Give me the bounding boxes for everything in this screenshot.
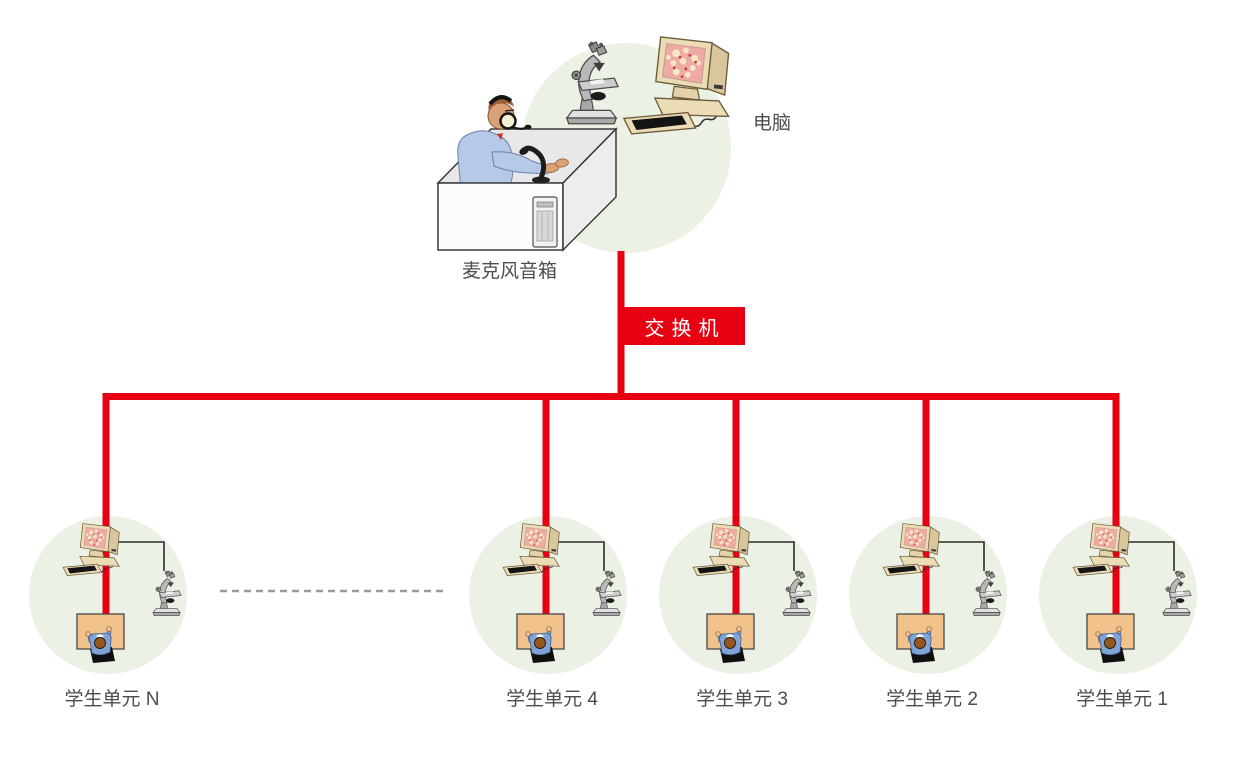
- monitor-microscope-cable: [556, 541, 605, 571]
- student-unit-label-1: 学生单元 1: [1076, 689, 1168, 710]
- student-unit-label-4: 学生单元 4: [506, 689, 598, 710]
- monitor-microscope-cable: [116, 541, 165, 571]
- switch-label: 交换机: [644, 317, 726, 340]
- student-station-n: [62, 523, 182, 664]
- student-station-2: [882, 523, 1002, 664]
- student-unit-label-2: 学生单元 2: [886, 689, 978, 710]
- student-station-1: [1072, 523, 1192, 664]
- student-station-3: [692, 523, 812, 664]
- student-station-4: [502, 523, 622, 664]
- monitor-microscope-cable: [936, 541, 985, 571]
- monitor-microscope-cable: [746, 541, 795, 571]
- computer-label: 电脑: [753, 113, 792, 134]
- mic-speaker-label: 麦克风音箱: [462, 261, 558, 282]
- pc-tower-icon: [532, 196, 558, 248]
- student-stations: [62, 523, 1192, 664]
- network-lines: [102, 251, 1120, 616]
- student-unit-label-3: 学生单元 3: [696, 689, 788, 710]
- gooseneck-mic-icon: [519, 145, 550, 184]
- teacher-station: [436, 36, 730, 252]
- monitor-microscope-cable: [1126, 541, 1175, 571]
- student-unit-label-n: 学生单元 N: [64, 689, 160, 710]
- teacher-figure-icon: [457, 95, 569, 193]
- switch-box: 交换机: [618, 307, 745, 345]
